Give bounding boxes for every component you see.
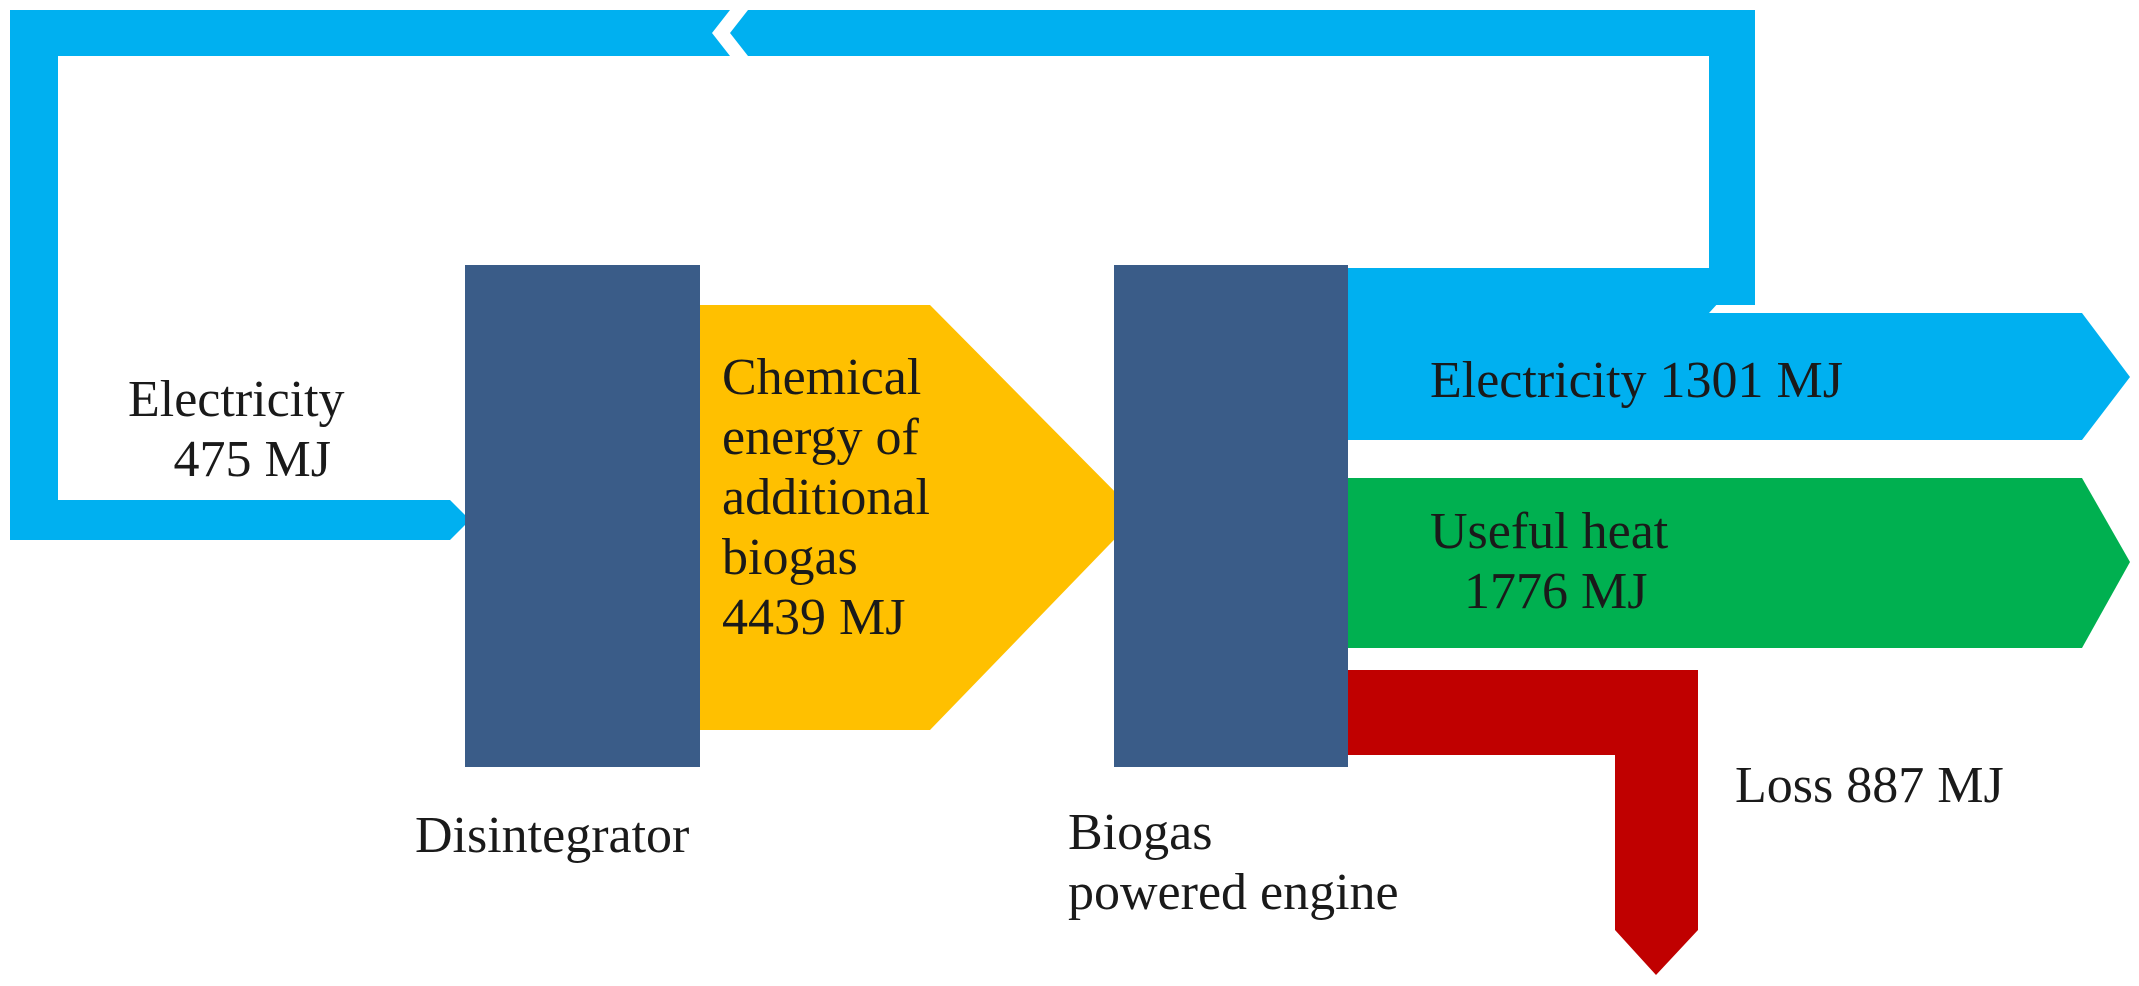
electricity-output-label: Electricity 1301 MJ: [1430, 352, 1844, 409]
useful-heat-title: Useful heat: [1430, 503, 1669, 560]
loss-arrow: [1348, 670, 1698, 975]
electricity-input-value: 475 MJ: [173, 431, 332, 488]
chemical-line-1: Chemical: [722, 349, 922, 406]
electricity-input-title: Electricity: [128, 371, 345, 428]
disintegrator-label: Disintegrator: [415, 807, 690, 864]
electricity-output-arrow: [1348, 268, 2130, 440]
chemical-line-3: additional: [722, 469, 930, 526]
chemical-line-5: 4439 MJ: [722, 589, 906, 646]
useful-heat-label: Useful heat 1776 MJ: [1430, 502, 1668, 622]
loss-label: Loss 887 MJ: [1735, 757, 2004, 814]
useful-heat-arrow: [1348, 478, 2130, 648]
biogas-engine-block: [1114, 265, 1348, 767]
chemical-line-4: biogas: [722, 529, 858, 586]
biogas-engine-label: Biogas powered engine: [1068, 803, 1399, 923]
chemical-energy-label: Chemical energy of additional biogas 443…: [722, 348, 930, 648]
chemical-line-2: energy of: [722, 409, 919, 466]
biogas-engine-line-1: Biogas: [1068, 804, 1213, 861]
electricity-input-label: Electricity 475 MJ: [128, 370, 345, 490]
useful-heat-value: 1776 MJ: [1464, 563, 1648, 620]
biogas-engine-line-2: powered engine: [1068, 864, 1399, 921]
disintegrator-block: [465, 265, 700, 767]
chemical-energy-arrow: [700, 305, 1138, 730]
